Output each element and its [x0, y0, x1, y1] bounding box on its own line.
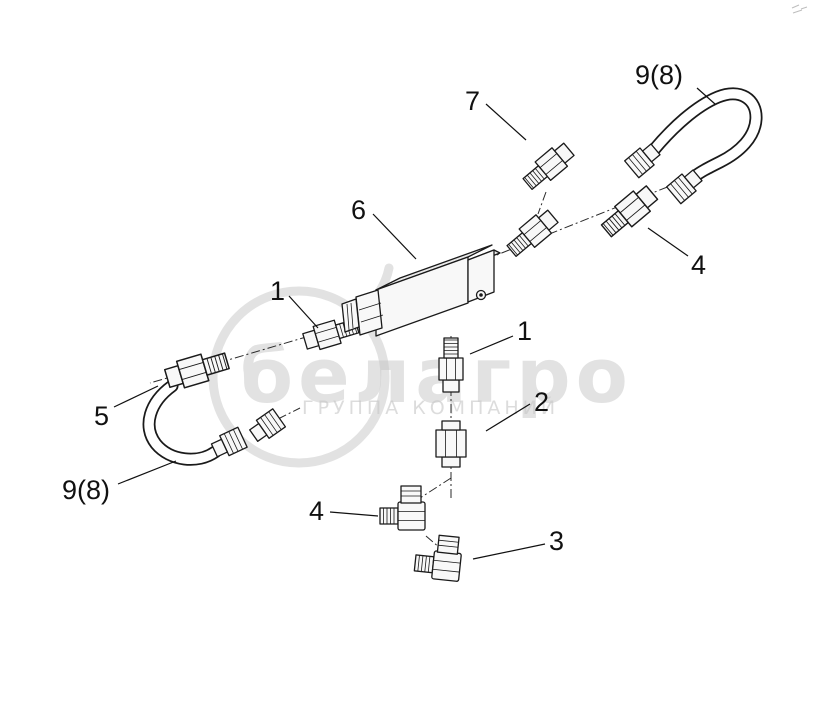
callout-1-center: 1: [469, 316, 532, 355]
callout-3: 3: [472, 526, 564, 560]
callout-label-6: 6: [351, 195, 366, 225]
callout-label-4-right: 4: [691, 250, 706, 280]
watermark: белагро ГРУППА КОМПАНИЙ: [208, 263, 633, 468]
elbow-4-bottom: [379, 485, 426, 531]
hose-assembly-top-right: [624, 87, 763, 205]
elbow-3: [413, 532, 464, 583]
callout-9-8-top: 9(8): [635, 60, 716, 105]
valve-block-left-boss: [355, 289, 383, 336]
callout-4-right: 4: [647, 227, 706, 280]
callout-label-5: 5: [94, 401, 109, 431]
valve-block-6: [341, 244, 501, 337]
callout-2: 2: [485, 387, 549, 432]
corner-watermark-mark: [791, 4, 808, 14]
callout-7: 7: [465, 86, 527, 141]
valve-block-port-center: [479, 293, 483, 297]
adapter-4-right: [597, 181, 662, 242]
callout-label-9-8-top: 9(8): [635, 60, 683, 90]
axis-left-hose: [277, 407, 301, 420]
hose-tube-right-inner: [648, 89, 761, 182]
callout-9-8-left: 9(8): [62, 460, 177, 505]
callout-label-9-8-left: 9(8): [62, 475, 110, 505]
valve-block-ext-front: [467, 249, 495, 303]
union-nut-2: [435, 420, 467, 468]
callout-5: 5: [94, 385, 159, 431]
hose-assembly-left: [142, 379, 287, 466]
callout-label-3: 3: [549, 526, 564, 556]
watermark-logo-text: белагро: [240, 331, 633, 420]
valve-block-left-stub: [341, 298, 360, 333]
callout-4-bottom: 4: [309, 496, 379, 526]
axis-center: [416, 336, 452, 549]
callout-1-left: 1: [270, 276, 319, 329]
callout-label-2: 2: [534, 387, 549, 417]
hose-tube-left-inner: [144, 381, 220, 464]
fitting-7: [519, 139, 578, 194]
callout-label-1-left: 1: [270, 276, 285, 306]
watermark-subtext: ГРУППА КОМПАНИЙ: [302, 396, 559, 419]
callout-label-1-center: 1: [517, 316, 532, 346]
watermark-ring-logo: [208, 286, 390, 468]
fitting-7-lower: [503, 206, 562, 261]
callout-label-7: 7: [465, 86, 480, 116]
fitting-5: [162, 346, 232, 393]
callout-label-4-bottom: 4: [309, 496, 324, 526]
callout-6: 6: [351, 195, 417, 260]
